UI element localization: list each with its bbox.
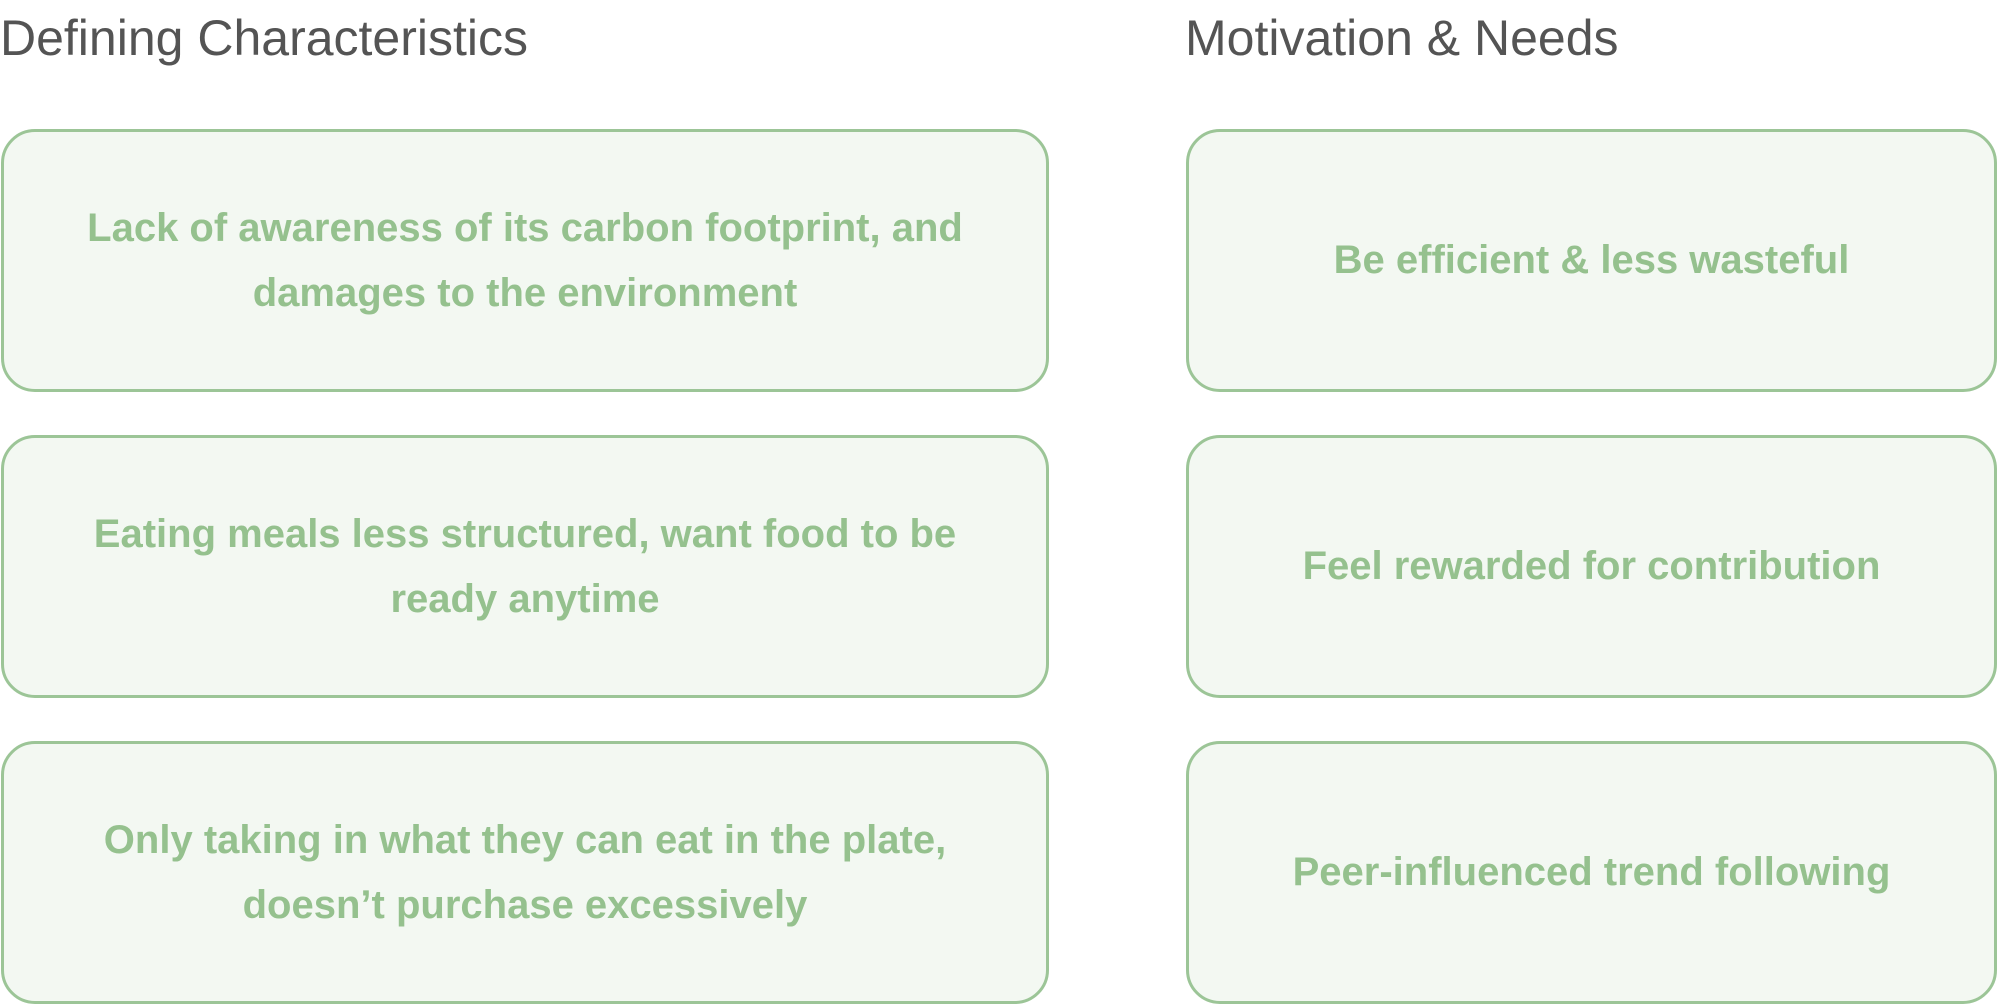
- column-title: Motivation & Needs: [1185, 10, 1619, 66]
- card-text: Feel rewarded for contribution: [1302, 544, 1881, 588]
- need-card: Feel rewarded for contribution: [1186, 435, 1997, 698]
- card-text: Eating meals less structured, want food …: [93, 511, 957, 621]
- motivation-needs-column: Motivation & Needs Be efficient & less w…: [1185, 0, 1998, 1004]
- column-title: Defining Characteristics: [0, 10, 528, 66]
- need-card: Be efficient & less wasteful: [1186, 129, 1997, 392]
- card-text: Only taking in what they can eat in the …: [103, 817, 947, 927]
- characteristic-card: Only taking in what they can eat in the …: [1, 741, 1049, 1004]
- need-card: Peer-influenced trend following: [1186, 741, 1997, 1004]
- card-text: Be efficient & less wasteful: [1333, 238, 1850, 282]
- card-text: Peer-influenced trend following: [1292, 850, 1891, 894]
- defining-characteristics-column: Defining Characteristics Lack of awarene…: [0, 0, 1050, 1004]
- characteristic-card: Lack of awareness of its carbon footprin…: [1, 129, 1049, 392]
- characteristic-card: Eating meals less structured, want food …: [1, 435, 1049, 698]
- card-text: Lack of awareness of its carbon footprin…: [87, 205, 963, 315]
